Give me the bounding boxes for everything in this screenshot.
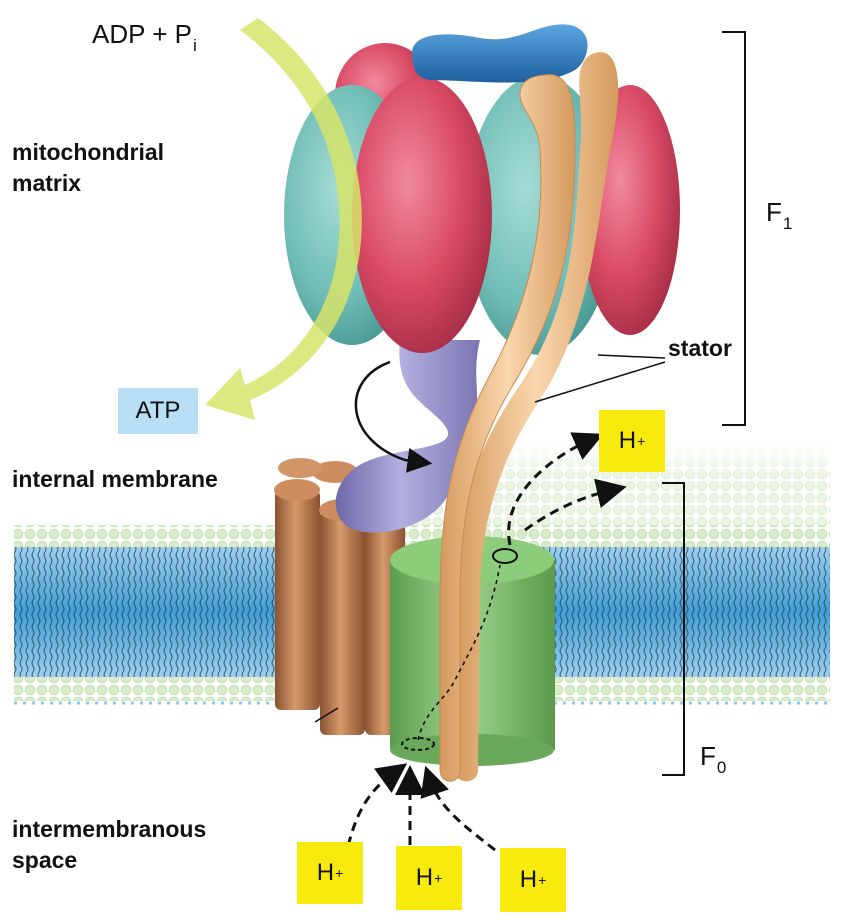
f1-subscript: 1: [782, 214, 793, 233]
proton-entry-2-charge: +: [434, 870, 443, 886]
proton-entry-box-3: H+: [500, 848, 566, 912]
matrix-label: mitochondrial matrix: [12, 139, 165, 197]
f1-label: F1: [766, 197, 792, 233]
proton-entry-3-label: H: [519, 866, 538, 893]
f1-bracket: [722, 31, 746, 426]
proton-entry-box-1: H+: [297, 842, 363, 904]
delta-subunit: [411, 24, 588, 83]
intermembranous-label: intermembranous space: [12, 816, 207, 874]
proton-entry-1-label: H: [316, 859, 335, 886]
adp-text: ADP + P: [92, 19, 192, 49]
stator-label: stator: [668, 335, 732, 361]
f0-subscript: 0: [716, 758, 727, 777]
f1-text: F: [766, 197, 782, 227]
gamma-stalk: [335, 340, 480, 533]
internal-membrane-label: internal membrane: [12, 466, 218, 492]
f0-bracket: [662, 482, 685, 776]
atp-label: ATP: [135, 397, 181, 424]
proton-exit-box: H+: [599, 410, 665, 472]
intermembranous-label-line2: space: [12, 847, 78, 874]
proton-channel-path: [417, 564, 501, 741]
f0-label: F0: [700, 741, 726, 777]
proton-entry-3-charge: +: [538, 872, 547, 888]
adp-subscript: i: [192, 36, 197, 55]
proton-entry-2-label: H: [415, 864, 434, 891]
intermembranous-label-line1: intermembranous: [12, 816, 207, 842]
matrix-label-line1: mitochondrial: [12, 139, 165, 165]
matrix-label-line2: matrix: [12, 170, 82, 197]
proton-entry-box-2: H+: [396, 846, 462, 910]
atp-box: ATP: [118, 388, 198, 434]
adp-label: ADP + Pi: [92, 19, 197, 55]
adp-arrow: [205, 18, 362, 420]
f0-text: F: [700, 741, 716, 771]
proton-exit-label: H: [618, 427, 637, 454]
proton-exit-charge: +: [637, 433, 646, 449]
stator-pointer: [534, 354, 666, 403]
proton-entry-1-charge: +: [335, 865, 344, 881]
rotation-arrow: [354, 360, 433, 473]
